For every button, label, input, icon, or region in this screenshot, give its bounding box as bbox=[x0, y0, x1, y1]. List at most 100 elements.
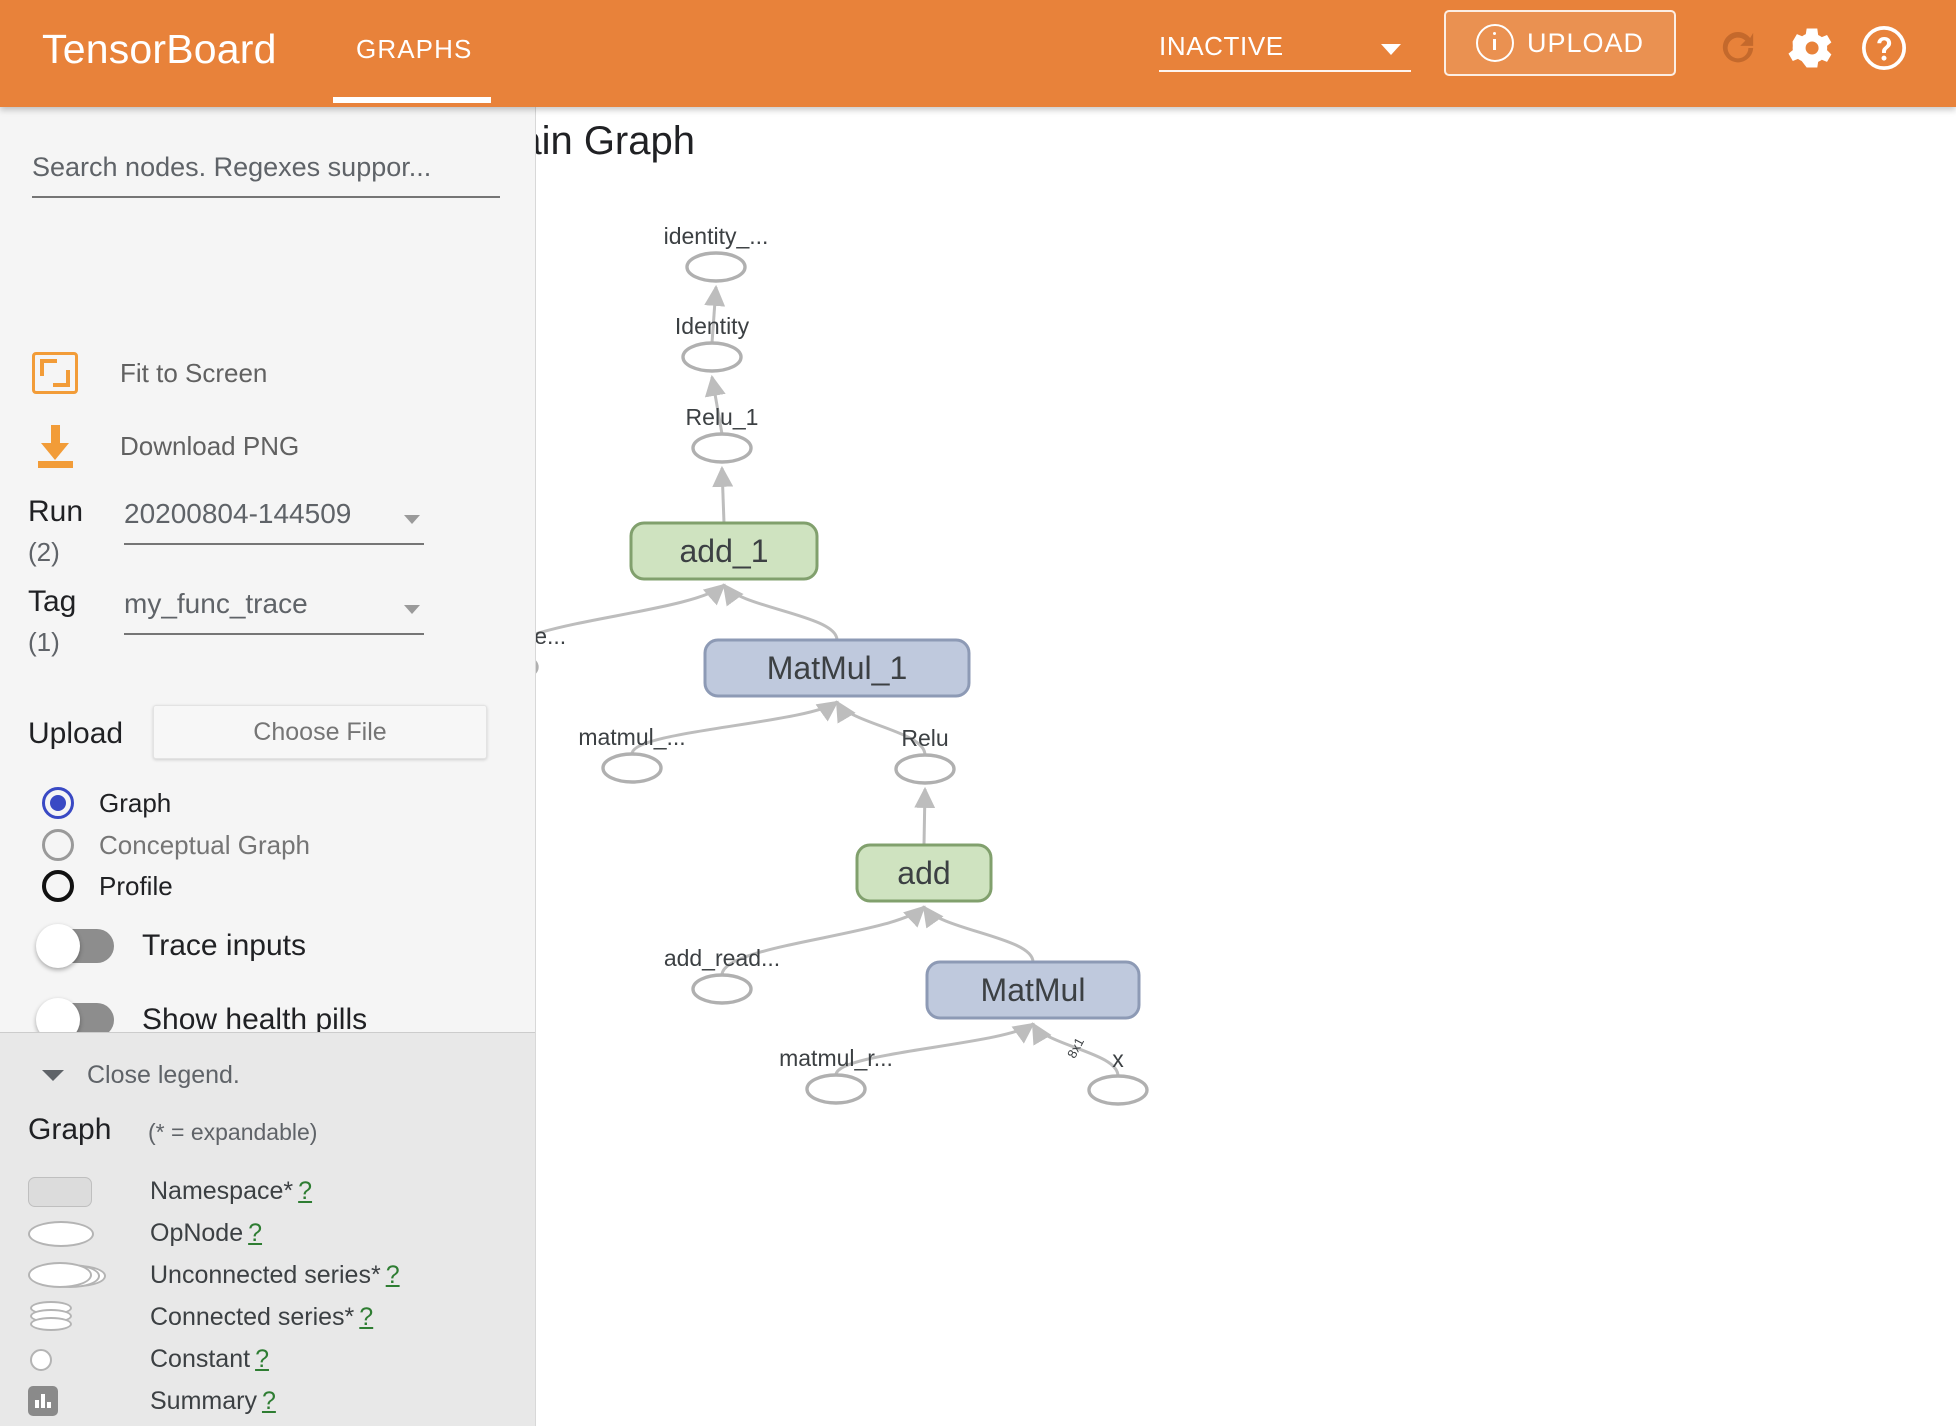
graph-edge bbox=[834, 1022, 1035, 1076]
close-legend-button[interactable]: Close legend. bbox=[42, 1061, 240, 1090]
node-label: add bbox=[897, 855, 950, 891]
upload-button-label: UPLOAD bbox=[1526, 27, 1645, 58]
run-state-value: INACTIVE bbox=[1159, 31, 1284, 61]
chevron-down-icon bbox=[404, 515, 420, 524]
constant-symbol-icon bbox=[28, 1341, 128, 1377]
graph-node-MatMul[interactable]: MatMul bbox=[925, 960, 1141, 1020]
graph-edge bbox=[630, 700, 839, 755]
edge-label: 8x1 bbox=[1064, 1035, 1087, 1061]
node-label: x bbox=[1112, 1046, 1124, 1072]
graph-node-MatMul_1[interactable]: MatMul_1 bbox=[703, 638, 971, 698]
tab-graphs[interactable]: GRAPHS bbox=[356, 34, 473, 64]
search-field[interactable] bbox=[32, 142, 500, 198]
tag-selected-value: my_func_trace bbox=[124, 588, 308, 619]
graph-node-add[interactable]: add bbox=[855, 843, 993, 903]
radio-graph-label: Graph bbox=[99, 787, 172, 818]
radio-profile[interactable]: Profile bbox=[42, 870, 173, 902]
graph-edges: 8x1 bbox=[536, 284, 1120, 1077]
graph-edge bbox=[835, 700, 927, 756]
run-select-underline bbox=[124, 543, 424, 545]
run-state-dropdown[interactable]: INACTIVE bbox=[1159, 22, 1411, 72]
graph-node-Relu[interactable]: Relu bbox=[894, 725, 956, 785]
trace-inputs-label: Trace inputs bbox=[142, 929, 306, 962]
search-underline bbox=[32, 196, 500, 198]
refresh-icon[interactable] bbox=[1712, 22, 1764, 74]
graph-edge bbox=[704, 374, 726, 435]
legend-item-unconnected-series: Unconnected series*? bbox=[28, 1257, 400, 1293]
tag-label: Tag bbox=[28, 585, 77, 618]
help-link[interactable]: ? bbox=[261, 1386, 276, 1415]
graph-node-identity_out[interactable]: identity_... bbox=[664, 223, 769, 283]
tag-count: (1) bbox=[28, 627, 60, 657]
graph-edge bbox=[720, 905, 926, 976]
legend-item-label: Connected series*? bbox=[150, 1302, 374, 1331]
graph-edge bbox=[712, 465, 734, 524]
graph-edge bbox=[722, 583, 839, 641]
graph-node-Relu_1[interactable]: Relu_1 bbox=[686, 404, 759, 464]
help-link[interactable]: ? bbox=[298, 1176, 313, 1205]
chevron-down-icon bbox=[404, 605, 420, 614]
help-icon[interactable] bbox=[1858, 22, 1910, 74]
upload-button[interactable]: UPLOAD bbox=[1444, 10, 1676, 76]
fit-to-screen-button[interactable]: Fit to Screen bbox=[32, 352, 267, 394]
graph-node-matmul_read0[interactable]: matmul_r... bbox=[779, 1045, 893, 1105]
trace-inputs-switch[interactable] bbox=[36, 924, 114, 968]
legend-note: (* = expandable) bbox=[148, 1119, 318, 1145]
node-label: add_1 bbox=[680, 533, 769, 569]
graph-node-add_1[interactable]: add_1 bbox=[629, 521, 819, 581]
graph-node-matmul_read1[interactable]: matmul_... bbox=[578, 724, 686, 784]
legend-item-label: Unconnected series*? bbox=[150, 1260, 400, 1289]
legend-item-label: Constant? bbox=[150, 1344, 269, 1373]
graph-node-add_1_read[interactable]: add_1_re... bbox=[536, 623, 566, 681]
run-label: Run bbox=[28, 495, 84, 528]
summary-symbol-icon bbox=[28, 1383, 128, 1419]
run-count: (2) bbox=[28, 537, 60, 567]
graph-node-x[interactable]: x bbox=[1087, 1046, 1149, 1106]
tag-select-underline bbox=[124, 633, 424, 635]
node-label: Relu_1 bbox=[686, 404, 759, 430]
chevron-down-icon bbox=[42, 1070, 64, 1081]
toggle-trace-inputs[interactable]: Trace inputs bbox=[36, 924, 306, 968]
download-png-button[interactable]: Download PNG bbox=[32, 423, 299, 469]
legend-item-opnode: OpNode? bbox=[28, 1215, 262, 1251]
legend-item-constant: Constant? bbox=[28, 1341, 269, 1377]
node-label: Identity bbox=[675, 313, 750, 339]
fit-to-screen-label: Fit to Screen bbox=[120, 357, 268, 388]
tag-select[interactable]: my_func_trace bbox=[124, 585, 424, 635]
node-label: matmul_... bbox=[578, 724, 685, 750]
help-link[interactable]: ? bbox=[255, 1344, 269, 1373]
search-input[interactable] bbox=[32, 142, 500, 192]
chevron-down-icon bbox=[1381, 44, 1401, 55]
page-title: Main Graph bbox=[536, 119, 695, 163]
toggle-show-health-pills[interactable]: Show health pills bbox=[36, 998, 367, 1042]
radio-conceptual-graph-label: Conceptual Graph bbox=[99, 829, 311, 860]
choose-file-label: Choose File bbox=[253, 717, 387, 746]
graph-canvas[interactable]: Main Graph 8x1 identity_... IdentityRelu_… bbox=[536, 107, 1956, 1426]
graph-node-Identity[interactable]: Identity bbox=[675, 313, 750, 373]
radio-conceptual-graph[interactable]: Conceptual Graph bbox=[42, 829, 310, 861]
close-legend-label: Close legend. bbox=[87, 1061, 240, 1089]
node-label: MatMul_1 bbox=[767, 650, 908, 686]
namespace-symbol-icon bbox=[28, 1173, 128, 1209]
graph-edge bbox=[704, 284, 726, 344]
graph-node-add_read[interactable]: add_read... bbox=[664, 945, 780, 1005]
run-select[interactable]: 20200804-144509 bbox=[124, 495, 424, 545]
help-link[interactable]: ? bbox=[359, 1302, 374, 1331]
active-tab-underline bbox=[333, 97, 491, 103]
help-link[interactable]: ? bbox=[385, 1260, 400, 1289]
legend-item-label: Namespace*? bbox=[150, 1176, 313, 1205]
gear-icon[interactable] bbox=[1785, 22, 1837, 74]
node-label: matmul_r... bbox=[779, 1045, 893, 1071]
info-icon bbox=[1475, 24, 1514, 62]
choose-file-button[interactable]: Choose File bbox=[153, 705, 487, 759]
help-link[interactable]: ? bbox=[248, 1218, 263, 1247]
legend-panel: Close legend. Graph (* = expandable) Nam… bbox=[0, 1032, 535, 1426]
unconnected-series-symbol-icon bbox=[28, 1257, 128, 1293]
graph-edge bbox=[1031, 1022, 1120, 1077]
download-png-label: Download PNG bbox=[120, 430, 300, 461]
graph-edge bbox=[922, 905, 1035, 963]
radio-graph[interactable]: Graph bbox=[42, 787, 171, 819]
app-header: TensorBoard GRAPHS INACTIVE UPLOAD bbox=[0, 0, 1956, 107]
